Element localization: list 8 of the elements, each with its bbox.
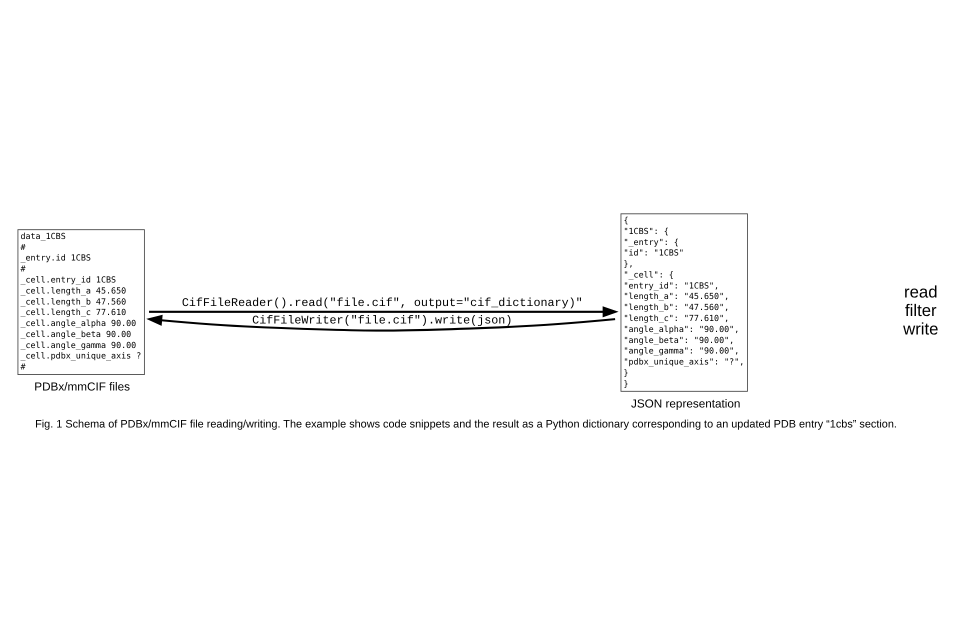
node-label: PDBx/mmCIF files: [34, 380, 130, 394]
label: read filter write: [903, 282, 938, 338]
node-label: JSON representation: [631, 396, 740, 410]
arrow: [146, 314, 616, 332]
caption: Fig. 1 Schema of PDBx/mmCIF file reading/writing. The example shows code snippets and the result as a Python dictionary corresponding to an updated PDB entry “1cbs” section.: [35, 418, 897, 430]
arrow: [149, 306, 619, 317]
edge-label: CifFileReader().read("file.cif", output="cif_dictionary)": [182, 296, 583, 310]
edge-label: CifFileWriter("file.cif").write(json): [252, 313, 512, 328]
